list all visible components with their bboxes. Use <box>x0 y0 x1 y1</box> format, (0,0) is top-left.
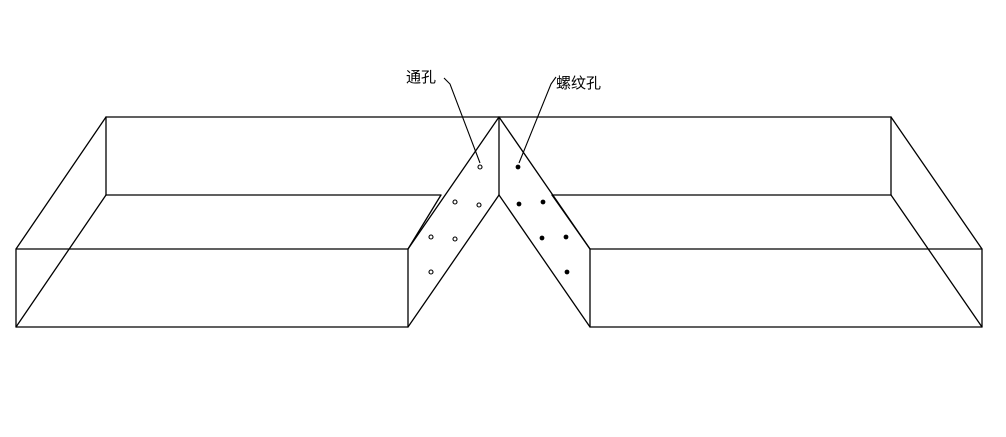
through-hole <box>452 236 458 242</box>
left-box <box>15 116 500 328</box>
left-panel-top-edge <box>407 116 500 250</box>
left-box-top-left-diagonal <box>15 116 107 250</box>
right-box-top-right-diagonal <box>890 116 983 250</box>
through-hole <box>476 202 482 208</box>
right-angled-panel <box>498 116 591 328</box>
through-hole-label: 通孔 <box>406 68 436 86</box>
through-hole-leader <box>443 77 481 164</box>
left-angled-panel <box>407 116 500 328</box>
through-hole <box>428 234 434 240</box>
threaded-hole <box>564 269 570 275</box>
through-hole <box>452 199 458 205</box>
right-box-bottom-right-diagonal <box>890 194 983 328</box>
through-holes <box>428 164 483 275</box>
threaded-hole-label: 螺纹孔 <box>556 74 601 92</box>
right-box <box>498 116 983 328</box>
right-panel-bottom-edge <box>498 194 591 328</box>
threaded-hole <box>540 199 546 205</box>
threaded-hole-leader <box>518 76 557 164</box>
left-box-bottom-left-diagonal <box>15 194 107 328</box>
left-panel-bottom-edge <box>407 194 500 328</box>
right-box-inner-diagonal <box>551 194 591 250</box>
threaded-hole <box>515 164 521 170</box>
threaded-hole <box>563 234 569 240</box>
threaded-hole <box>516 201 522 207</box>
threaded-holes <box>515 164 570 275</box>
threaded-hole <box>539 235 545 241</box>
through-hole <box>477 164 483 170</box>
left-box-front-face <box>15 248 409 328</box>
right-box-front-face <box>589 248 983 328</box>
through-hole <box>428 269 434 275</box>
